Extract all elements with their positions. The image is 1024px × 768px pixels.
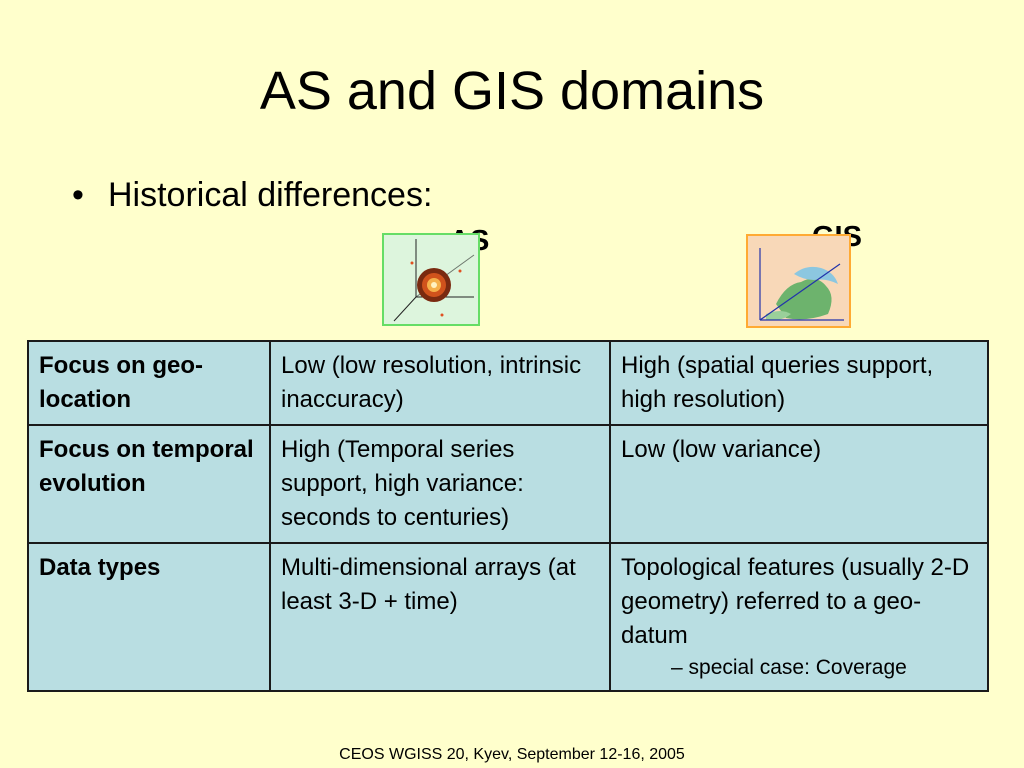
as-cube-image <box>382 233 480 326</box>
bullet-text: Historical differences: <box>108 176 433 214</box>
comparison-table: Focus on geo-location Low (low resolutio… <box>27 340 989 692</box>
slide-title: AS and GIS domains <box>259 61 765 121</box>
gis-cell-text: Topological features (usually 2-D geomet… <box>621 554 970 649</box>
gis-map-image <box>746 234 851 328</box>
table-row: Data types Multi-dimensional arrays (at … <box>27 542 989 692</box>
gis-cell: Topological features (usually 2-D geomet… <box>609 542 989 692</box>
bullet-glyph: • <box>72 176 84 214</box>
as-cell: Multi-dimensional arrays (at least 3-D +… <box>269 542 611 692</box>
bullet-item: • Historical differences: <box>72 176 432 215</box>
row-header: Focus on geo-location <box>27 340 271 426</box>
as-cell: High (Temporal series support, high vari… <box>269 424 611 544</box>
as-cell: Low (low resolution, intrinsic inaccurac… <box>269 340 611 426</box>
row-header: Data types <box>27 542 271 692</box>
row-header: Focus on temporal evolution <box>27 424 271 544</box>
gis-cell: High (spatial queries support, high reso… <box>609 340 989 426</box>
slide-footer: CEOS WGISS 20, Kyev, September 12-16, 20… <box>339 746 685 763</box>
table-row: Focus on temporal evolution High (Tempor… <box>27 424 989 544</box>
table-row: Focus on geo-location Low (low resolutio… <box>27 340 989 426</box>
gis-cell: Low (low variance) <box>609 424 989 544</box>
gis-cell-subpoint: – special case: Coverage <box>671 656 907 679</box>
